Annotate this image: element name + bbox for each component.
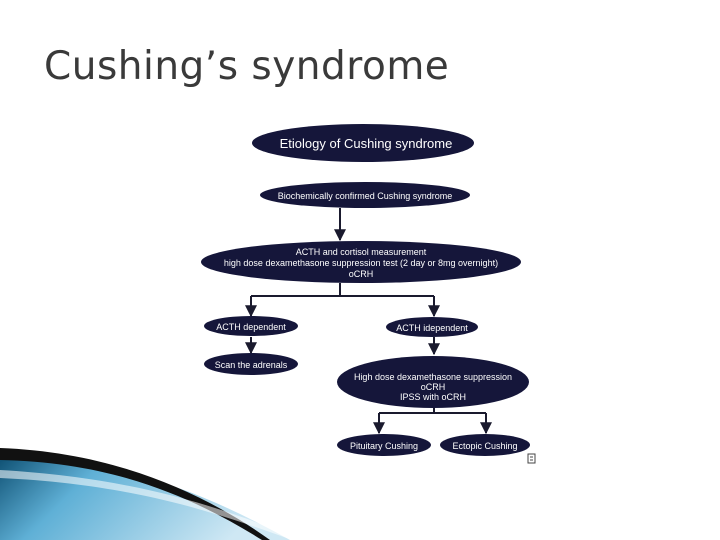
corner-mark-icon [527,453,536,464]
node-ectopic: Ectopic Cushing [440,434,530,456]
connector-measurement-split [251,283,434,297]
node-hdds-line3: IPSS with oCRH [400,392,466,402]
node-confirmed-label: Biochemically confirmed Cushing syndrome [278,191,453,201]
node-dependent: ACTH dependent [204,316,298,336]
node-measurement-line3: oCRH [349,269,374,279]
slide-title: Cushing’s syndrome [44,44,450,89]
node-confirmed: Biochemically confirmed Cushing syndrome [260,182,470,208]
node-hdds: High dose dexamethasone suppression oCRH… [337,356,529,408]
node-etiology: Etiology of Cushing syndrome [252,124,474,162]
node-measurement-line1: ACTH and cortisol measurement [296,247,427,257]
node-measurement-line2: high dose dexamethasone suppression test… [224,258,498,268]
node-independent: ACTH idependent [386,317,478,337]
node-hdds-line1: High dose dexamethasone suppression [354,372,512,382]
node-etiology-label: Etiology of Cushing syndrome [280,136,453,151]
node-scan: Scan the adrenals [204,353,298,375]
node-measurement: ACTH and cortisol measurement high dose … [201,241,521,283]
node-scan-label: Scan the adrenals [215,360,288,370]
node-independent-label: ACTH idependent [396,323,468,333]
node-dependent-label: ACTH dependent [216,322,286,332]
node-hdds-line2: oCRH [421,382,446,392]
node-pituitary: Pituitary Cushing [337,434,431,456]
node-ectopic-label: Ectopic Cushing [452,441,517,451]
node-pituitary-label: Pituitary Cushing [350,441,418,451]
